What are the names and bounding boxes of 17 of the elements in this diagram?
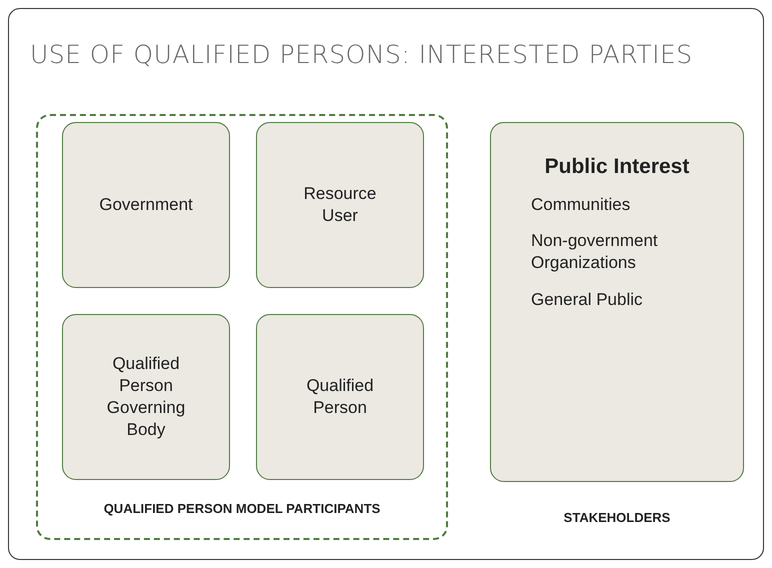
list-item: Non-government Organizations <box>531 230 659 274</box>
participant-box <box>62 122 230 288</box>
box-heading: Public Interest <box>544 154 690 180</box>
participant-box <box>256 122 424 288</box>
box-label: Government <box>99 194 193 216</box>
participant-box <box>490 122 744 482</box>
list-item: General Public <box>531 288 643 311</box>
participant-box <box>62 314 230 480</box>
diagram-title: USE OF QUALIFIED PERSONS: INTERESTED PARTIES <box>30 40 693 69</box>
participant-box <box>256 314 424 480</box>
box-label: Qualified Person Governing Body <box>106 352 186 442</box>
box-caption: STAKEHOLDERS <box>562 510 672 525</box>
list-item: Communities <box>531 194 630 216</box>
dashed-group-border <box>36 114 448 540</box>
box-label: Qualified Person <box>305 374 375 419</box>
group-caption: QUALIFIED PERSON MODEL PARTICIPANTS <box>102 501 382 516</box>
box-label: Resource User <box>302 182 378 227</box>
